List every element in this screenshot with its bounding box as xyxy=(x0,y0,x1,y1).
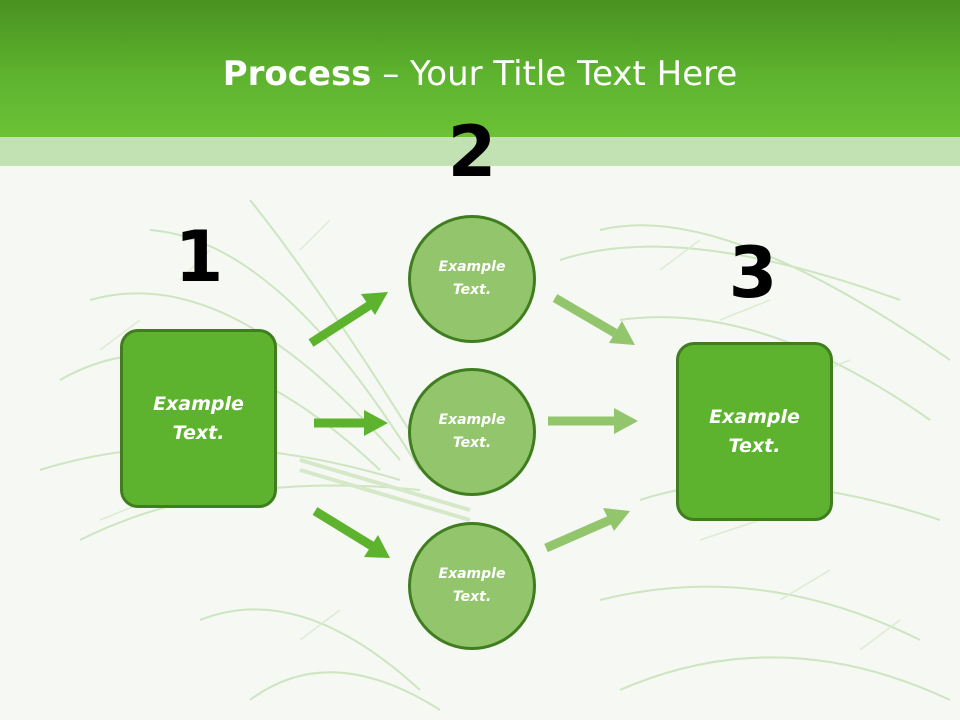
arrow-1-to-circle-bottom xyxy=(312,507,390,558)
arrow-circle-bottom-to-3 xyxy=(544,508,630,553)
circle-bottom-text: Example Text. xyxy=(438,566,506,605)
header-bar xyxy=(0,0,960,137)
arrow-circle-top-to-3 xyxy=(552,294,635,345)
slide-title[interactable]: Process – Your Title Text Here xyxy=(0,52,960,96)
step-3-box[interactable]: Example Text. xyxy=(676,342,833,521)
title-rest: – Your Title Text Here xyxy=(371,54,738,94)
step-1-text: Example Text. xyxy=(153,392,244,444)
circle-middle-text: Example Text. xyxy=(438,412,506,451)
step-3-text: Example Text. xyxy=(709,405,800,457)
circle-top-text: Example Text. xyxy=(438,259,506,298)
step-2-circle-middle[interactable]: Example Text. xyxy=(408,368,536,496)
step-2-circle-top[interactable]: Example Text. xyxy=(408,215,536,343)
step-number-2: 2 xyxy=(447,111,497,193)
step-2-circle-bottom[interactable]: Example Text. xyxy=(408,522,536,650)
step-number-1: 1 xyxy=(174,216,224,298)
arrow-circle-mid-to-3 xyxy=(548,408,638,434)
step-number-3: 3 xyxy=(728,232,778,314)
arrow-1-to-circle-mid xyxy=(314,410,388,436)
header-stripe xyxy=(0,137,960,166)
arrow-1-to-circle-top xyxy=(308,292,388,347)
step-1-box[interactable]: Example Text. xyxy=(120,329,277,508)
title-bold: Process xyxy=(222,54,372,94)
